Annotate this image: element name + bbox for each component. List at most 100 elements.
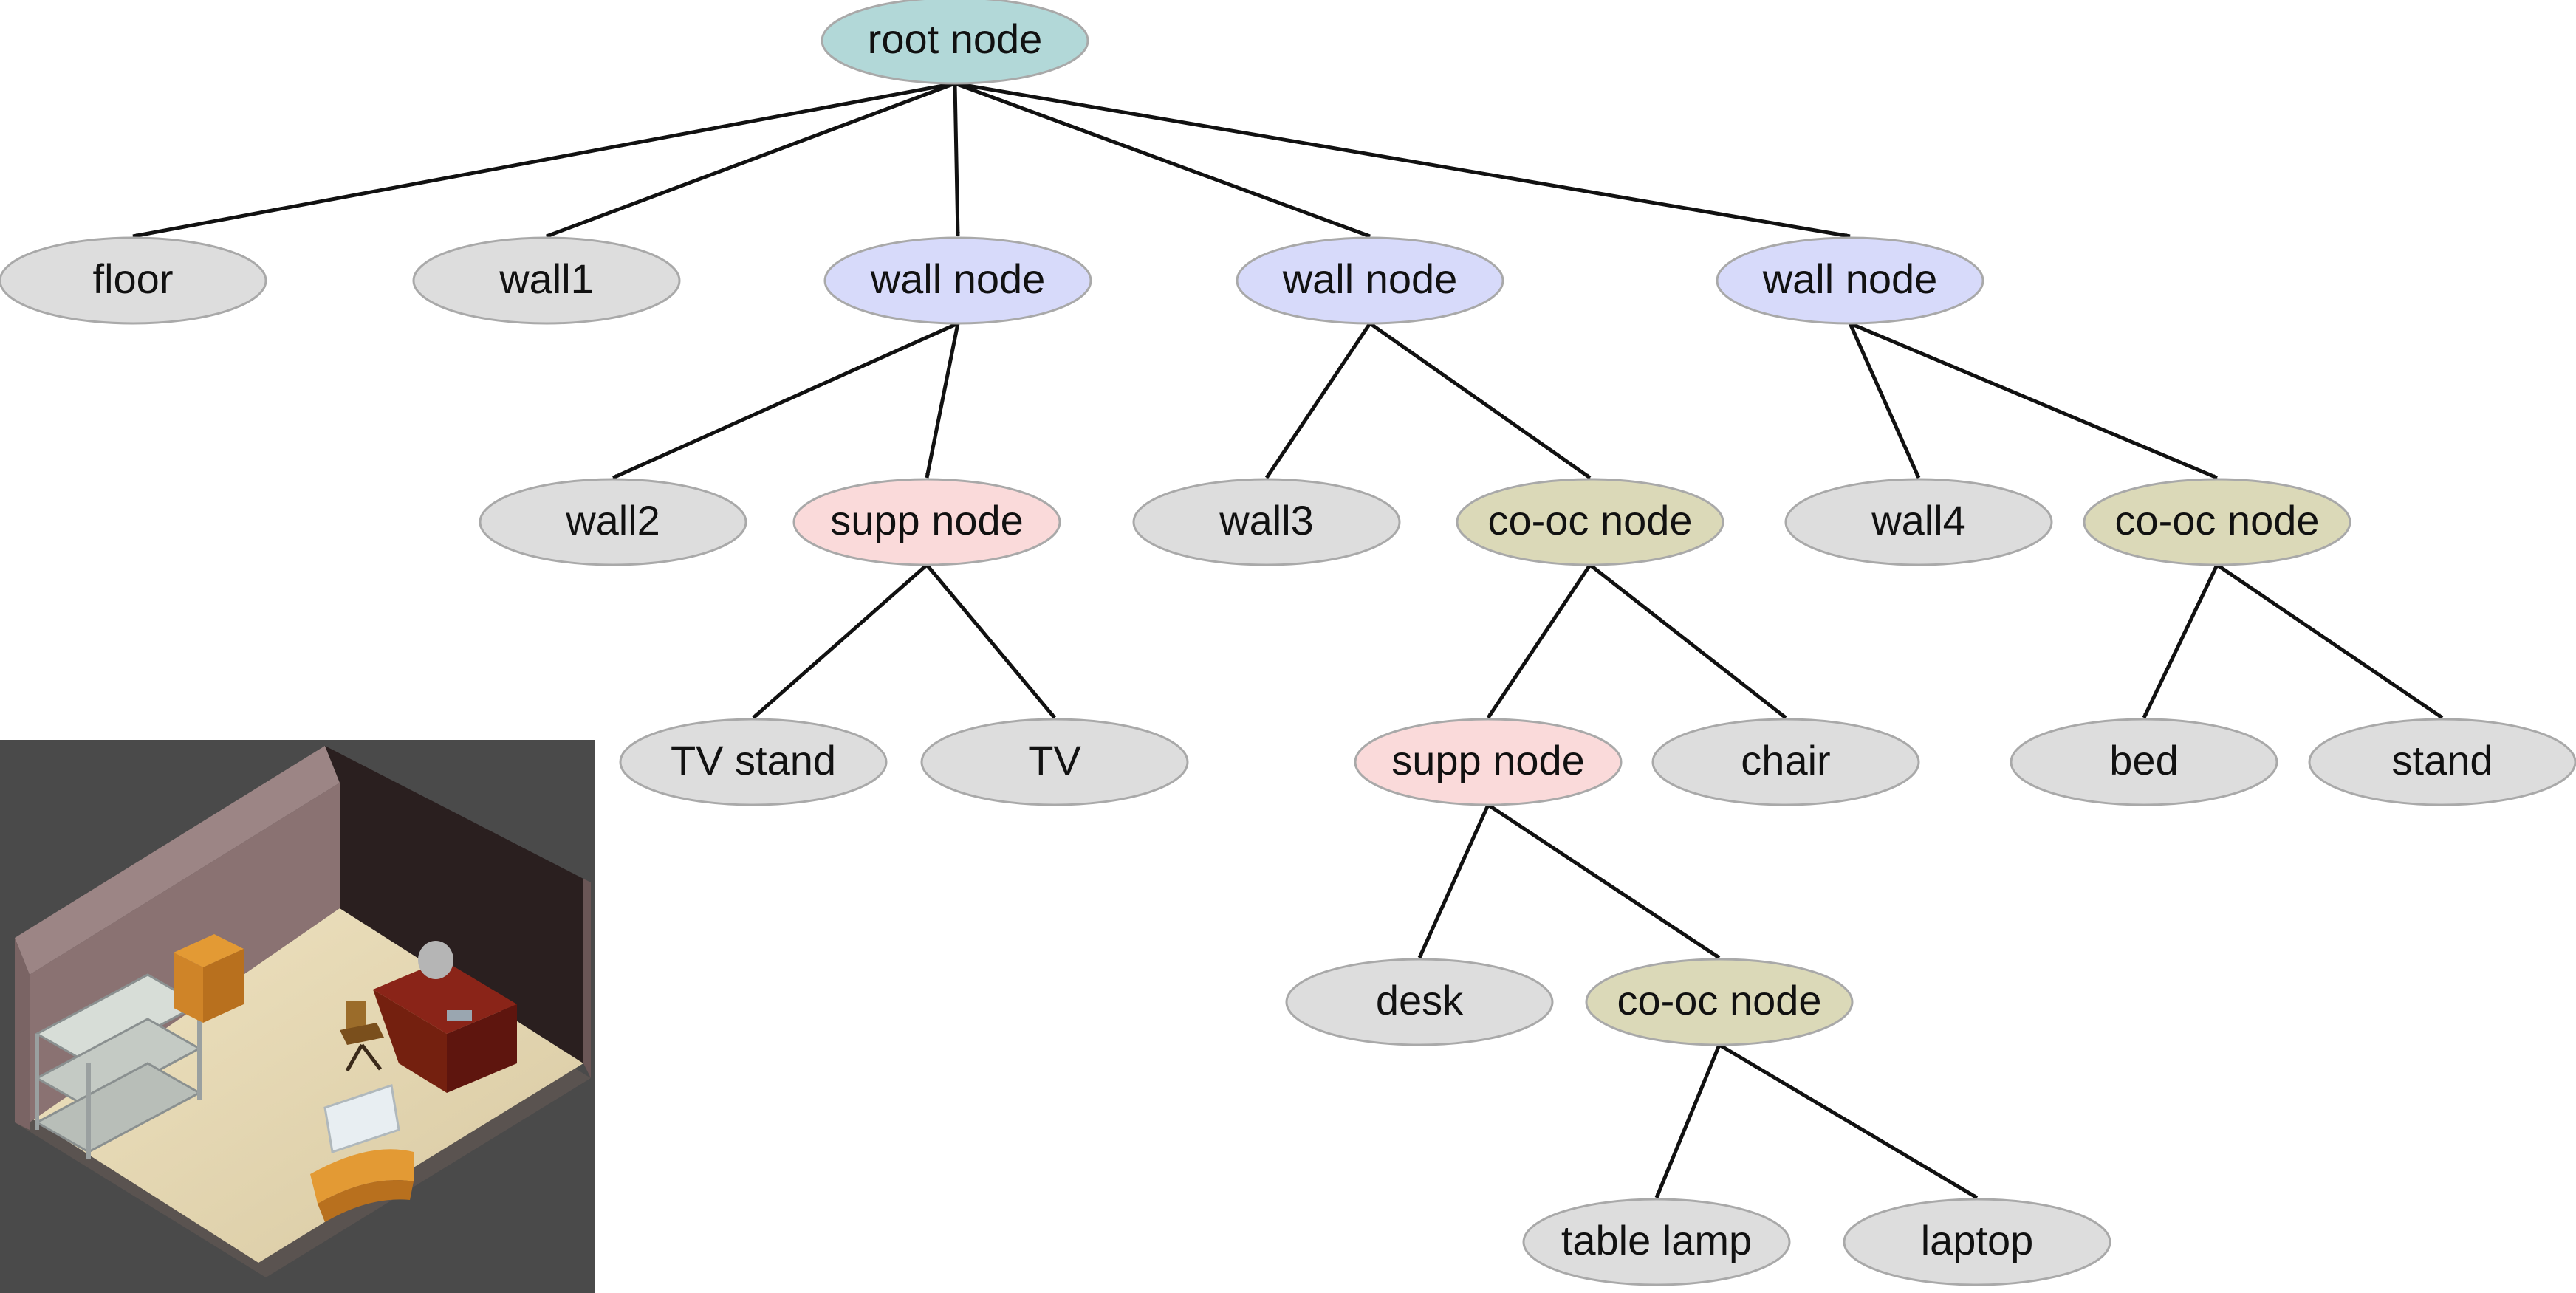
edge-supp-b-to-desk [1417,803,1490,959]
node-ellipse-object [1522,1198,1791,1286]
node-ellipse-root [821,0,1089,85]
node-ellipse-object [1843,1198,2111,1286]
node-desk: desk [1285,958,1554,1046]
tv-and-stand [310,1084,414,1222]
shelf [174,934,244,1023]
node-ellipse-object [412,236,681,325]
edge-wallnode-c-to-cooc-b [1849,321,2218,480]
room-scene-image [0,740,595,1293]
node-label: bed [2109,737,2178,783]
node-ellipse-cooccurrence [1585,958,1854,1046]
node-ellipse-cooccurrence [1456,478,1724,566]
node-cooc-a: co-oc node [1456,478,1724,566]
node-cooc-b: co-oc node [2083,478,2351,566]
node-ellipse-wall [1716,236,1984,325]
office-chair [340,1001,384,1072]
node-ellipse-object [2308,718,2576,806]
node-wallnode-b: wall node [1236,236,1504,325]
node-label: co-oc node [2114,497,2319,543]
node-ellipse-object [1132,478,1401,566]
node-laptop: laptop [1843,1198,2111,1286]
node-label: stand [2392,737,2493,783]
edge-layer [132,81,2444,1200]
node-tv: TV [920,718,1189,806]
node-ellipse-object [619,718,888,806]
node-wall3: wall3 [1132,478,1401,566]
bunk-bed [34,973,202,1159]
node-root: root node [821,0,1089,85]
edge-supp-b-to-cooc-c [1487,803,1721,960]
node-label: wall node [870,255,1046,302]
node-label: TV stand [671,737,836,783]
node-label: wall node [1762,255,1938,302]
node-supp-a: supp node [792,478,1061,566]
edge-wallnode-b-to-wall3 [1264,322,1372,479]
node-cooc-c: co-oc node [1585,958,1854,1046]
node-wall2: wall2 [479,478,747,566]
edge-root-to-floor [132,81,956,239]
desk-3d [373,941,517,1093]
node-label: wall4 [1871,497,1966,543]
node-label: floor [93,255,174,302]
edge-wallnode-a-to-supp-a [925,323,960,479]
edge-root-to-wallnode-c [954,81,1851,239]
node-tvstand: TV stand [619,718,888,806]
edge-root-to-wallnode-a [953,83,960,237]
node-ellipse-support [1354,718,1623,806]
edge-cooc-b-to-bed [2142,563,2219,719]
node-ellipse-object [1784,478,2053,566]
edge-wallnode-c-to-wall4 [1848,322,1921,479]
edge-supp-a-to-tvstand [752,563,928,719]
edge-cooc-c-to-lamp [1654,1044,1722,1198]
edge-root-to-wallnode-b [954,81,1371,239]
node-wall1: wall1 [412,236,681,325]
node-label: wall1 [499,255,594,302]
node-label: desk [1376,977,1464,1023]
node-label: root node [868,16,1043,62]
node-supp-b: supp node [1354,718,1623,806]
node-stand: stand [2308,718,2576,806]
node-label: table lamp [1561,1217,1752,1263]
node-ellipse-support [792,478,1061,566]
back-wall-face [325,746,583,1063]
left-wall-edge [15,938,30,1130]
node-label: wall2 [565,497,660,543]
node-bed: bed [2010,718,2278,806]
node-ellipse-object [0,236,267,325]
node-ellipse-cooccurrence [2083,478,2351,566]
edge-wallnode-b-to-cooc-a [1368,321,1592,480]
node-label: co-oc node [1617,977,1821,1023]
node-lamp: table lamp [1522,1198,1791,1286]
node-ellipse-wall [823,236,1092,325]
node-label: TV [1028,737,1081,783]
node-label: supp node [830,497,1024,543]
node-label: supp node [1391,737,1585,783]
edge-wallnode-a-to-wall2 [612,321,959,480]
node-label: laptop [1921,1217,2034,1263]
node-label: wall3 [1219,497,1314,543]
node-ellipse-object [479,478,747,566]
node-label: wall node [1282,255,1458,302]
node-ellipse-object [2010,718,2278,806]
node-label: chair [1741,737,1830,783]
node-ellipse-wall [1236,236,1504,325]
back-wall-edge [576,875,591,1078]
node-ellipse-object [1651,718,1920,806]
node-ellipse-object [920,718,1189,806]
edge-cooc-c-to-laptop [1718,1043,1979,1200]
node-ellipse-object [1285,958,1554,1046]
edge-supp-a-to-tv [925,563,1056,719]
node-wallnode-c: wall node [1716,236,1984,325]
node-chair: chair [1651,718,1920,806]
node-floor: floor [0,236,267,325]
edge-cooc-a-to-chair [1589,563,1787,719]
edge-cooc-b-to-stand [2216,563,2444,720]
left-wall-top [15,746,340,975]
node-wall4: wall4 [1784,478,2053,566]
node-wallnode-a: wall node [823,236,1092,325]
edge-root-to-wall1 [546,81,956,239]
edge-cooc-a-to-supp-b [1486,563,1592,719]
node-label: co-oc node [1487,497,1692,543]
